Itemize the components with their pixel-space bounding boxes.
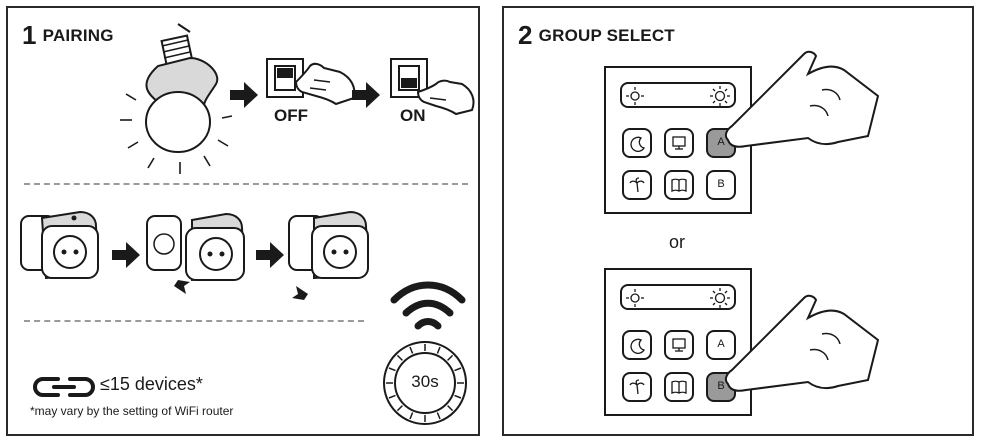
key-vacation[interactable] [622,170,652,200]
hand-pointer-icon [416,79,475,116]
hand-pointer-icon [724,294,880,392]
key-night[interactable] [622,128,652,158]
smart-plug-icon [146,212,246,294]
key-a[interactable] [706,330,736,360]
link-icon [33,377,95,397]
or-label: or [669,232,686,252]
off-label: OFF [274,106,308,125]
separator-line [24,183,468,185]
monitor-icon [672,338,686,352]
moon-icon [630,136,646,152]
hand-pointer-icon [724,50,880,148]
arrow-right-icon [112,242,140,268]
separator-line [24,320,364,322]
on-label: ON [400,106,426,125]
key-b-label: B [717,380,725,392]
device-count: ≤15 devices* [100,374,203,394]
bulb-icon [120,23,233,174]
key-b[interactable] [706,170,736,200]
brightness-low-icon [626,87,644,105]
smart-plug-icon [20,210,100,280]
key-a-label: A [717,338,725,350]
book-icon [671,380,687,395]
book-icon [671,178,687,193]
arrow-right-icon [352,82,380,108]
brightness-slider [620,82,736,108]
hand-pointer-icon [294,62,356,106]
moon-icon [630,338,646,354]
wifi-icon [390,281,466,330]
brightness-high-icon [710,86,730,106]
key-reading[interactable] [664,372,694,402]
key-work[interactable] [664,128,694,158]
key-work[interactable] [664,330,694,360]
brightness-high-icon [710,288,730,308]
brightness-slider [620,284,736,310]
brightness-low-icon [626,289,644,307]
arrow-right-icon [230,82,258,108]
arrow-right-icon [256,242,284,268]
palm-tree-icon [629,379,645,395]
footnote: *may vary by the setting of WiFi router [30,404,234,418]
key-a-label: A [717,136,725,148]
key-night[interactable] [622,330,652,360]
key-b-label: B [717,178,725,190]
wall-switch-icon [266,58,304,98]
palm-tree-icon [629,177,645,193]
key-reading[interactable] [664,170,694,200]
monitor-icon [672,136,686,150]
smart-plug-icon [288,210,370,300]
key-vacation[interactable] [622,372,652,402]
timer-value: 30s [411,372,439,391]
wall-switch-icon [390,58,428,98]
timer-dial-icon [383,341,467,425]
